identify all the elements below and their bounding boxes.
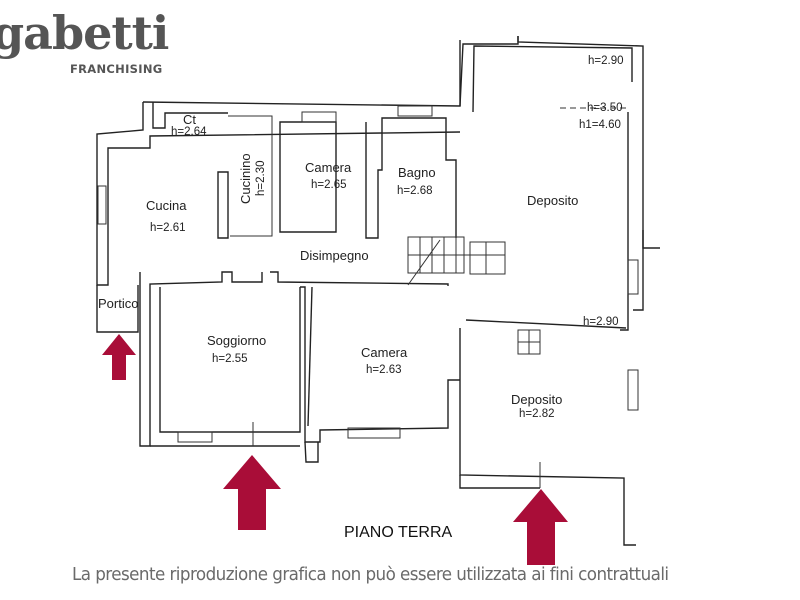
room-camera-2: Camera h=2.63 <box>361 345 408 376</box>
room-name: Cucina <box>146 198 187 213</box>
room-deposito-1: Deposito h=2.90 h=3.50 h1=4.60 h=2.90 <box>527 55 624 328</box>
room-camera-1: Camera h=2.65 <box>305 160 352 191</box>
room-height: h=2.65 <box>311 179 347 191</box>
room-height: h=2.61 <box>150 222 186 234</box>
room-name: Portico <box>98 296 138 311</box>
room-disimpegno: Disimpegno <box>300 248 369 263</box>
disclaimer-text: La presente riproduzione grafica non può… <box>72 564 669 585</box>
room-name: Camera <box>305 160 352 175</box>
room-name: Bagno <box>398 165 436 180</box>
room-deposito-2: Deposito h=2.82 <box>511 392 562 420</box>
walls <box>96 36 660 546</box>
room-ct: Ct h=2.64 <box>171 112 207 138</box>
room-height: h=2.55 <box>212 353 248 365</box>
room-height: h=2.30 <box>255 161 267 197</box>
entrance-arrow-icon <box>102 334 136 380</box>
room-height: h=2.90 <box>588 55 624 67</box>
logo-subtitle: FRANCHISING <box>70 62 163 76</box>
room-height: h=2.68 <box>397 185 433 197</box>
entrance-arrow-icon <box>513 489 568 565</box>
room-name: Deposito <box>511 392 562 407</box>
room-cucinino: Cucinino h=2.30 <box>238 153 267 204</box>
room-height: h=2.90 <box>583 316 619 328</box>
room-height: h=2.64 <box>171 126 207 138</box>
gabetti-logo: gabetti FRANCHISING <box>0 6 169 76</box>
room-name: Deposito <box>527 193 578 208</box>
room-height: h=2.82 <box>519 408 555 420</box>
floor-title: PIANO TERRA <box>344 524 453 541</box>
room-name: Ct <box>183 112 196 127</box>
room-soggiorno: Soggiorno h=2.55 <box>207 333 266 365</box>
room-cucina: Cucina h=2.61 <box>146 198 187 234</box>
entrance-arrow-icon <box>223 455 281 530</box>
room-portico: Portico <box>98 296 138 311</box>
room-name: Soggiorno <box>207 333 266 348</box>
room-height: h1=4.60 <box>579 119 621 131</box>
room-name: Cucinino <box>238 153 253 204</box>
room-height: h=3.50 <box>587 102 623 114</box>
logo-brand: gabetti <box>0 6 169 60</box>
room-name: Disimpegno <box>300 248 369 263</box>
room-name: Camera <box>361 345 408 360</box>
room-bagno: Bagno h=2.68 <box>397 165 436 197</box>
room-height: h=2.63 <box>366 364 402 376</box>
staircase <box>407 236 506 286</box>
